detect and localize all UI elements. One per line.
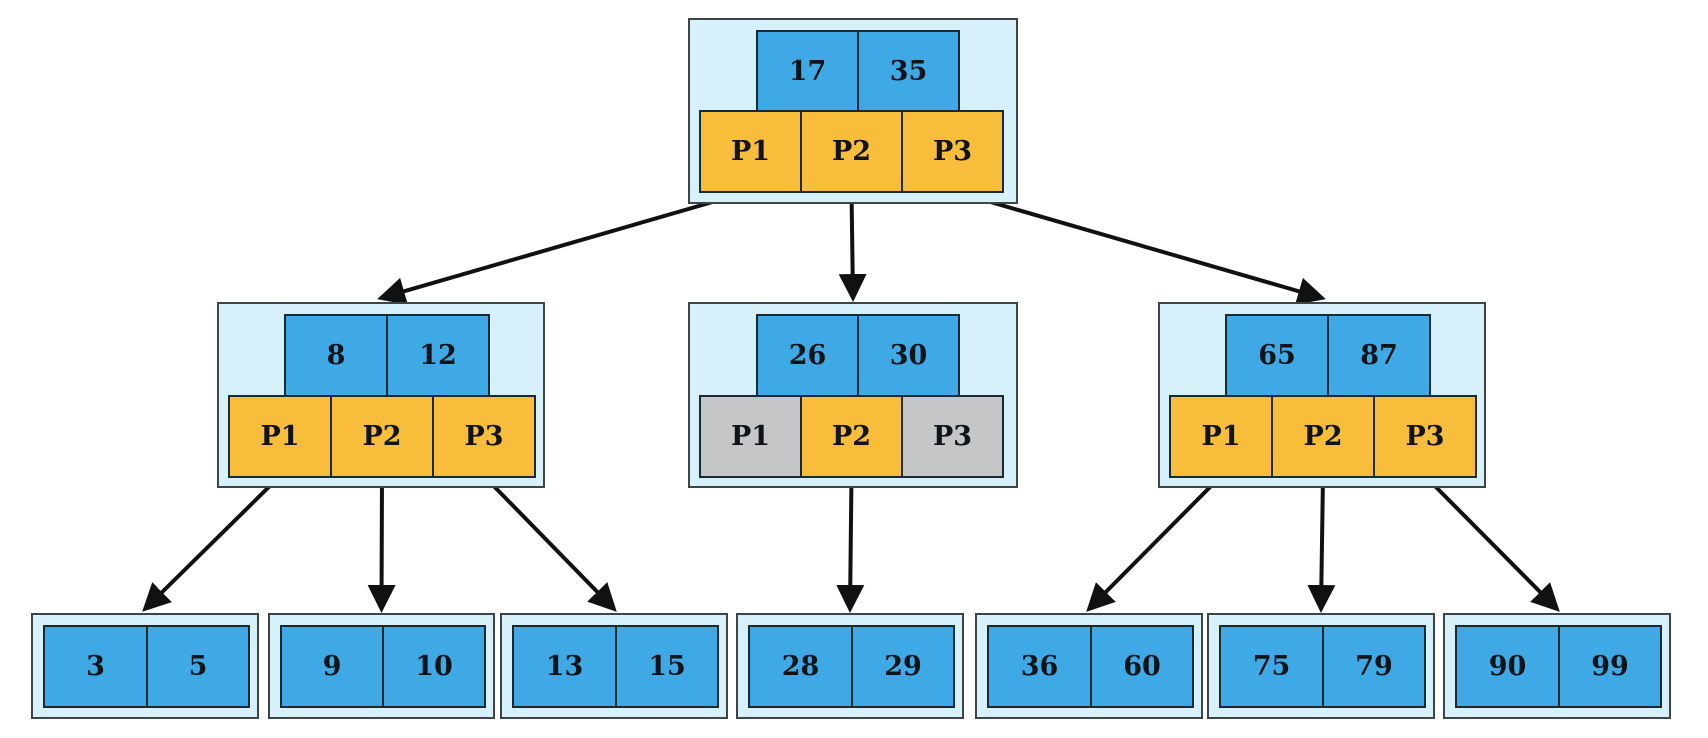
internal-node-right: 65 87 P1 P2 P3 [1158,302,1486,488]
leaf-3-key-2: 15 [615,625,719,708]
internal-right-pointer-p1: P1 [1169,395,1273,478]
leaf-1-key-1: 3 [43,625,148,708]
leaf-6-key-2: 79 [1322,625,1426,708]
internal-middle-pointer-p2: P2 [800,395,903,478]
internal-node-left: 8 12 P1 P2 P3 [217,302,545,488]
leaf-5-key-1: 36 [987,625,1092,708]
leaf-node-4: 28 29 [736,613,964,719]
internal-left-pointer-p2: P2 [330,395,434,478]
internal-middle-pointer-p1: P1 [699,395,802,478]
leaf-node-5: 36 60 [975,613,1203,719]
edge-left-p3 [482,474,617,612]
root-node: 17 35 P1 P2 P3 [688,18,1018,204]
internal-middle-key-1: 26 [756,314,859,397]
leaf-node-2: 9 10 [268,613,495,719]
internal-left-key-2: 12 [386,314,490,397]
root-pointer-p1: P1 [699,110,802,193]
leaf-node-7: 90 99 [1443,613,1671,719]
root-pointer-p3: P3 [901,110,1004,193]
leaf-7-key-2: 99 [1558,625,1662,708]
root-pointer-p2: P2 [800,110,903,193]
internal-left-key-1: 8 [284,314,388,397]
internal-right-pointer-p3: P3 [1373,395,1477,478]
edge-left-p2 [367,475,396,613]
leaf-7-key-1: 90 [1455,625,1560,708]
internal-node-middle: 26 30 P1 P2 P3 [688,302,1018,488]
leaf-node-1: 3 5 [31,613,259,719]
internal-middle-key-2: 30 [857,314,960,397]
edge-right-p2 [1307,475,1336,613]
edge-root-p2 [838,190,867,302]
leaf-4-key-1: 28 [748,625,853,708]
edge-right-p3 [1423,474,1560,612]
leaf-1-key-2: 5 [146,625,250,708]
internal-right-pointer-p2: P2 [1271,395,1375,478]
leaf-node-6: 75 79 [1207,613,1435,719]
edge-middle-p2 [836,475,865,613]
internal-right-key-1: 65 [1225,314,1329,397]
leaf-5-key-2: 60 [1090,625,1194,708]
leaf-node-3: 13 15 [500,613,728,719]
edge-left-p1 [142,474,282,612]
root-key-2: 35 [857,30,960,112]
leaf-2-key-2: 10 [382,625,486,708]
internal-middle-pointer-p3: P3 [901,395,1004,478]
leaf-6-key-1: 75 [1219,625,1324,708]
internal-left-pointer-p3: P3 [432,395,536,478]
internal-left-pointer-p1: P1 [228,395,332,478]
edge-root-p3 [951,189,1326,305]
internal-right-key-2: 87 [1327,314,1431,397]
leaf-4-key-2: 29 [851,625,955,708]
root-key-1: 17 [756,30,859,112]
edge-root-p1 [377,189,752,305]
edge-right-p1 [1086,474,1223,612]
leaf-2-key-1: 9 [280,625,384,708]
leaf-3-key-1: 13 [512,625,617,708]
